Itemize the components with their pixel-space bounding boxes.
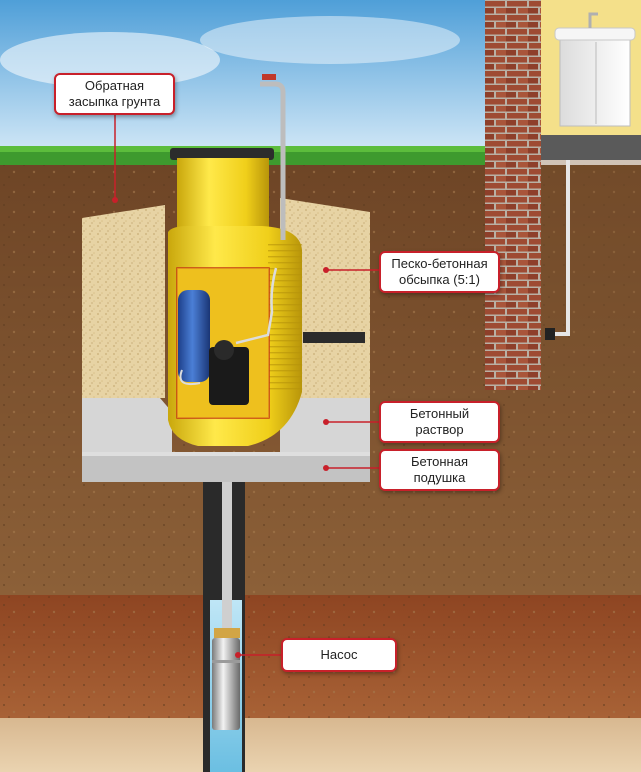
brick-wall xyxy=(485,0,541,390)
callout-pump: Насос xyxy=(281,638,397,672)
drop-pipe xyxy=(222,482,232,628)
pump-station xyxy=(209,347,249,405)
callout-backfill-line2: засыпка грунта xyxy=(68,94,161,109)
concrete-mortar-left xyxy=(82,398,172,452)
faucet-icon xyxy=(588,12,598,28)
sand-concrete-fill-left xyxy=(82,205,165,398)
callout-backfill-line1: Обратная xyxy=(84,78,145,93)
callout-pump-line1: Насос xyxy=(320,647,358,662)
callout-concrete-pad-line1: Бетонная xyxy=(411,454,468,469)
vent-pipe xyxy=(260,81,286,240)
house-pipe xyxy=(552,160,570,336)
sand-layer xyxy=(0,718,641,772)
hydro-tank xyxy=(178,290,210,382)
callout-backfill: Обратная засыпка грунта xyxy=(54,73,175,115)
valve-icon xyxy=(262,74,276,80)
caisson-lid xyxy=(170,148,274,160)
callout-concrete-pad: Бетонная подушка xyxy=(379,449,500,491)
callout-concrete-pad-line2: подушка xyxy=(413,470,466,485)
callout-sand-concrete-line1: Песко-бетонная xyxy=(391,256,488,271)
caisson-neck xyxy=(177,158,269,228)
sand-concrete-fill-right xyxy=(280,198,370,398)
callout-sand-concrete-line2: обсыпка (5:1) xyxy=(399,272,480,287)
callout-concrete-mortar: Бетонный раствор xyxy=(379,401,500,443)
pump xyxy=(212,638,240,730)
outlet-pipe xyxy=(303,332,365,343)
basement xyxy=(541,160,641,390)
cloud xyxy=(200,16,460,64)
concrete-mortar-right xyxy=(280,398,370,452)
callout-sand-concrete: Песко-бетонная обсыпка (5:1) xyxy=(379,251,500,293)
callout-concrete-mortar-line2: раствор xyxy=(415,422,464,437)
floor-slab xyxy=(541,135,641,160)
concrete-pad xyxy=(82,452,370,482)
cable xyxy=(235,267,278,345)
sink-cabinet xyxy=(559,37,631,127)
callout-concrete-mortar-line1: Бетонный xyxy=(409,406,470,421)
sink-basin xyxy=(554,27,636,41)
